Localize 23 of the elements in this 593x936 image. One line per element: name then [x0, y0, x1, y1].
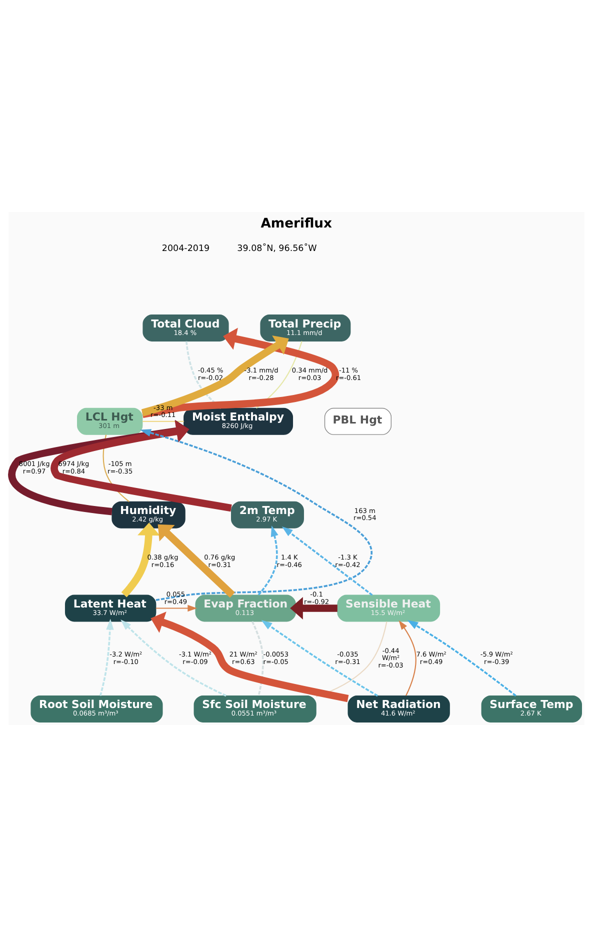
arrow [120, 618, 226, 696]
arrow [282, 526, 373, 596]
connector [186, 340, 222, 408]
arrow [258, 524, 278, 595]
arrow [142, 327, 340, 418]
arrow [158, 524, 235, 598]
arrow [261, 620, 378, 696]
label: 2004-2019 [162, 243, 210, 254]
arrow [99, 618, 114, 696]
node-box: PBL Hgt [324, 407, 392, 434]
arrow [121, 522, 160, 597]
arrow [156, 604, 198, 612]
arrow [398, 620, 416, 696]
connector [316, 620, 388, 697]
arrow [141, 335, 289, 416]
connector [142, 420, 184, 422]
arrow [150, 611, 349, 702]
label: 39.08˚N, 96.56˚W [237, 243, 317, 254]
arrow [290, 596, 338, 619]
arrow [407, 620, 516, 696]
arrow [140, 428, 372, 600]
diagram-title: Ameriflux [260, 216, 332, 232]
connector [251, 620, 264, 696]
